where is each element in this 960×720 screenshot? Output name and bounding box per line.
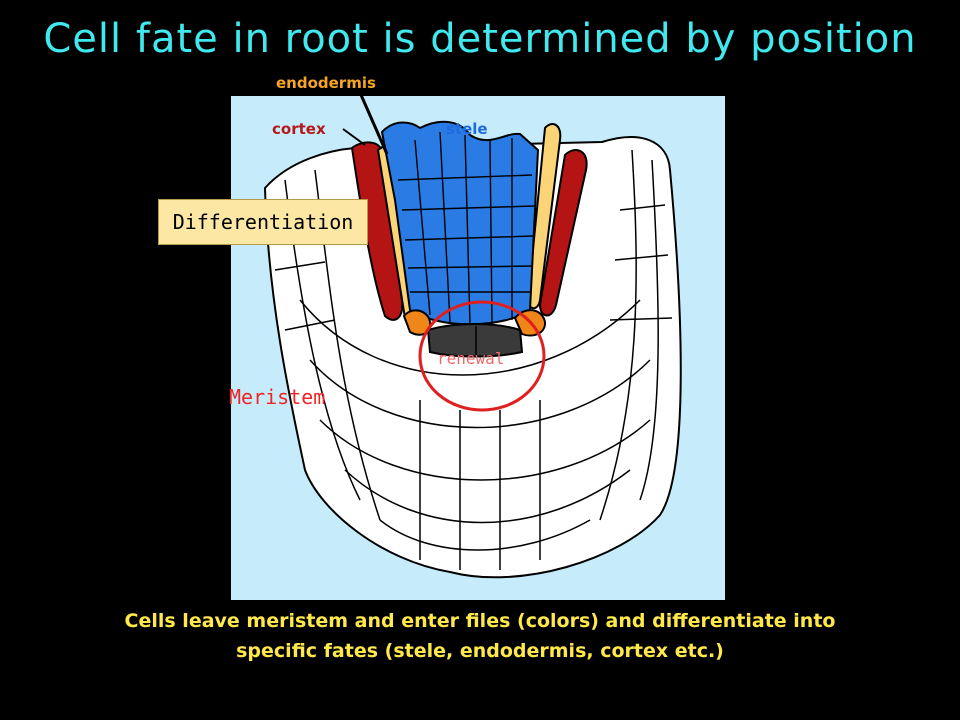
endodermis-label: endodermis <box>276 74 376 92</box>
caption-line-1: Cells leave meristem and enter files (co… <box>124 610 836 632</box>
cortex-file-right <box>538 149 588 317</box>
slide-title: Cell fate in root is determined by posit… <box>43 16 917 62</box>
meristem-label: Meristem <box>229 385 326 409</box>
stele-label: stele <box>446 120 488 138</box>
endodermis-pointer <box>356 87 389 155</box>
stele-cell-walls <box>397 131 535 326</box>
quiescent-center <box>426 323 524 358</box>
caption-line-2: specific fates (stele, endodermis, corte… <box>236 640 724 662</box>
differentiation-label-box: Differentiation <box>158 199 368 245</box>
outer-cell-walls <box>269 149 673 570</box>
cortex-pointer <box>342 128 366 146</box>
orange-initial-left <box>402 309 432 336</box>
cortex-label: cortex <box>272 120 326 138</box>
renewal-label: renewal <box>437 349 505 368</box>
renewal-circle <box>418 300 546 412</box>
caption: Cells leave meristem and enter files (co… <box>40 606 920 666</box>
